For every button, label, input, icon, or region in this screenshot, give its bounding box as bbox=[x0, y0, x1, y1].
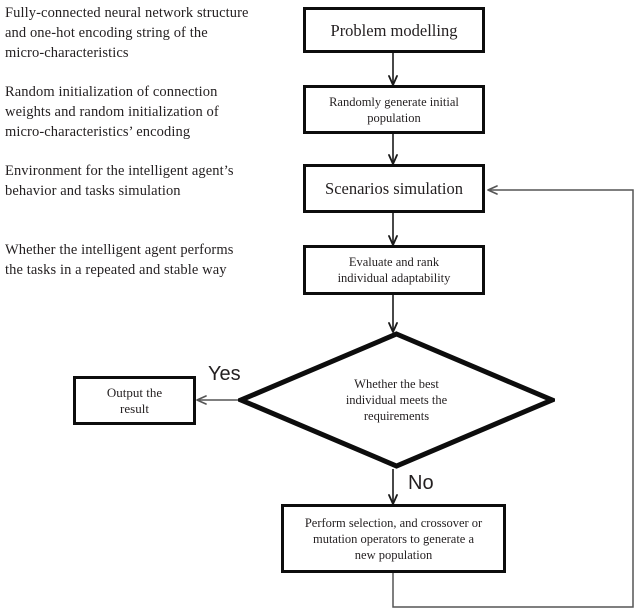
node-problem-modelling[interactable]: Problem modelling bbox=[303, 7, 485, 53]
annot-structure: Fully-connected neural network structure… bbox=[5, 5, 249, 61]
node-decision-best-individual[interactable]: Whether the best individual meets the re… bbox=[238, 331, 555, 469]
decision-diamond-shape bbox=[238, 331, 555, 469]
branch-label-yes: Yes bbox=[208, 363, 241, 385]
annot-stability: Whether the intelligent agent performs t… bbox=[5, 242, 234, 278]
annot-environment: Environment for the intelligent agent’s … bbox=[5, 163, 234, 199]
annot-initialization: Random initialization of connection weig… bbox=[5, 84, 219, 140]
node-selection-crossover-mutation[interactable]: Perform selection, and crossover or muta… bbox=[281, 504, 506, 573]
node-scenarios-simulation[interactable]: Scenarios simulation bbox=[303, 164, 485, 213]
node-generate-initial-population[interactable]: Randomly generate initial population bbox=[303, 85, 485, 134]
node-output-result[interactable]: Output the result bbox=[73, 376, 196, 425]
branch-label-no: No bbox=[408, 472, 434, 494]
decision-label: Whether the best individual meets the re… bbox=[345, 377, 448, 423]
node-evaluate-rank-adaptability[interactable]: Evaluate and rank individual adaptabilit… bbox=[303, 245, 485, 295]
